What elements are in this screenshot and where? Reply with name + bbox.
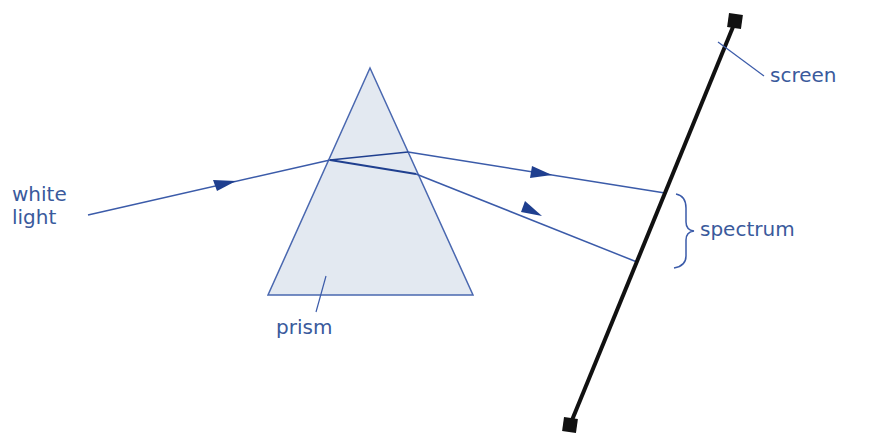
light-ray — [330, 152, 408, 160]
prism-shape — [268, 68, 473, 295]
leader-line — [718, 42, 764, 76]
arrowhead — [530, 166, 552, 178]
light-ray — [416, 174, 637, 262]
part-label: spectrum — [700, 218, 810, 241]
arrowhead — [213, 180, 236, 191]
ray-label: white light — [12, 183, 72, 229]
light-ray — [330, 160, 416, 174]
arrowhead — [521, 201, 542, 216]
light-ray — [88, 160, 330, 215]
leader-line — [316, 276, 326, 312]
screen-mount — [727, 13, 743, 29]
spectrum-brace — [674, 194, 694, 268]
screen-mount — [562, 417, 578, 433]
part-label: prism — [276, 316, 356, 339]
part-label: screen — [770, 64, 865, 87]
